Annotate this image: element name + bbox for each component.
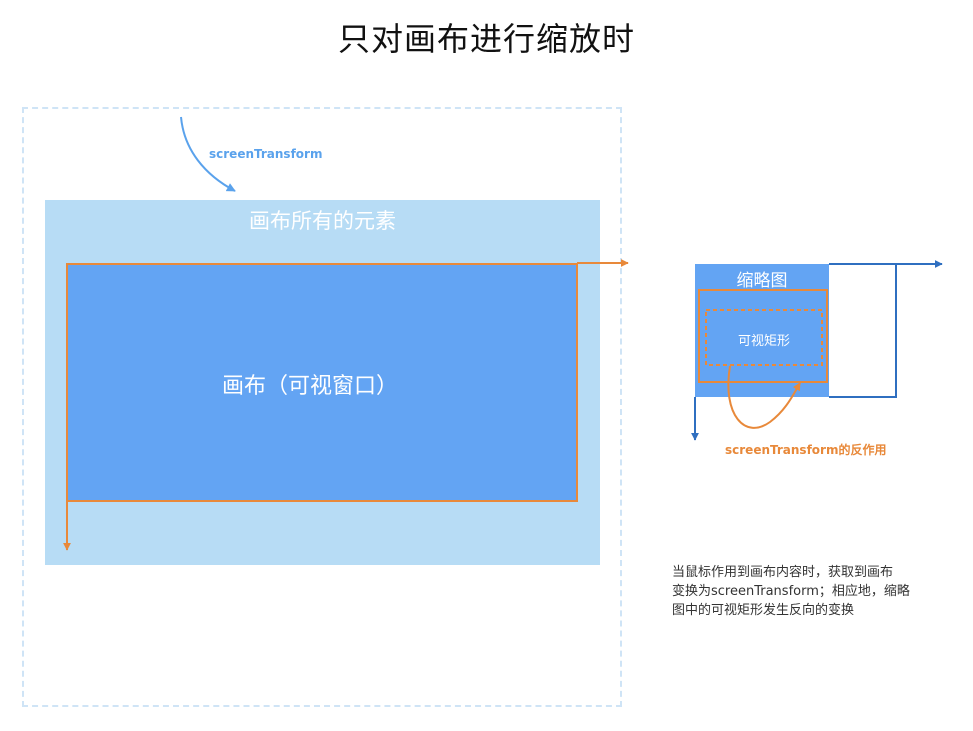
canvas-viewport [67, 264, 577, 501]
minimap-visible-rect-label: 可视矩形 [737, 334, 790, 349]
viewport-border [66, 263, 578, 502]
minimap [695, 264, 829, 397]
all-canvas-elements-label: 画布所有的元素 [249, 209, 396, 233]
canvas-viewport-label: 画布（可视窗口） [221, 374, 398, 399]
inverse-transform-arrow [727, 365, 801, 429]
description-line: 当鼠标作用到画布内容时，获取到画布 [672, 565, 894, 580]
description-line: 图中的可视矩形发生反向的变换 [672, 603, 855, 618]
screen-transform-arrow [180, 116, 236, 192]
inverse-transform-label: screenTransform的反作用 [725, 443, 887, 457]
minimap-world-frame [829, 264, 897, 398]
minimap-viewport-rect [698, 289, 828, 383]
description-text: 当鼠标作用到画布内容时，获取到画布 变换为screenTransform；相应地… [672, 563, 962, 620]
screen-transform-label: screenTransform [209, 147, 323, 161]
world-bounds-dashed-outline [22, 107, 622, 707]
page-title: 只对画布进行缩放时 [337, 20, 635, 58]
description-line: 变换为screenTransform；相应地，缩略 [672, 584, 910, 599]
minimap-visible-rect [705, 309, 823, 366]
minimap-title: 缩略图 [736, 271, 788, 291]
